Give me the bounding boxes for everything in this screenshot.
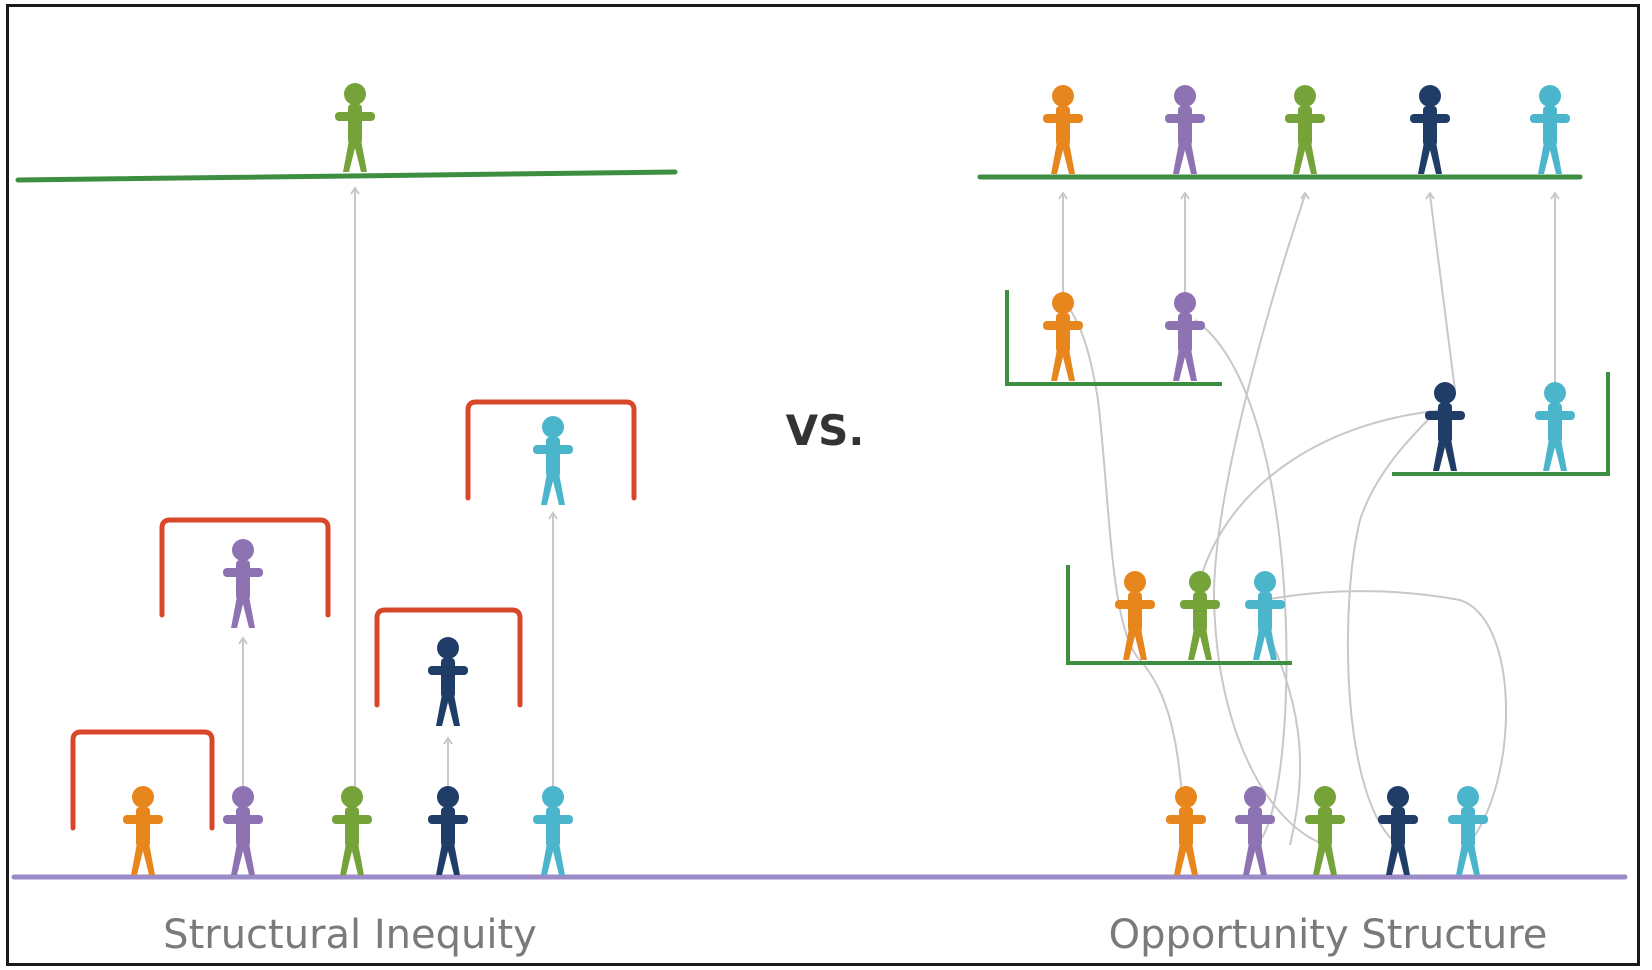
platform-mid-left: [1005, 290, 1222, 386]
versus-label: VS.: [786, 406, 865, 455]
connector-teal-path: [1261, 590, 1507, 846]
platform-lower: [1066, 565, 1292, 665]
person-icon-teal-base: [533, 786, 573, 875]
diagram-frame: [6, 4, 1640, 966]
barrier-orange: [70, 729, 215, 831]
person-icon-olive-base: [332, 786, 372, 875]
person-icon-teal-base-r: [1448, 786, 1488, 875]
person-icon-purple-mid: [1165, 292, 1205, 381]
barrier-teal: [465, 399, 637, 501]
figure-layer: [123, 83, 1575, 875]
arrow-navy: [443, 736, 453, 745]
arrow-olive-top: [1300, 191, 1310, 200]
person-icon-teal-raised: [533, 416, 573, 505]
person-icon-olive-top: [335, 83, 375, 172]
person-icon-navy-base-r: [1378, 786, 1418, 875]
person-icon-purple-base-r: [1235, 786, 1275, 875]
top-platform-left: [15, 169, 678, 183]
arrow-teal: [548, 511, 558, 520]
barrier-purple: [159, 517, 331, 618]
person-icon-orange-base-r: [1166, 786, 1206, 875]
arrow-navy-top: [1425, 191, 1435, 200]
arrow-teal-top: [1550, 191, 1560, 200]
person-icon-teal-lower: [1245, 571, 1285, 660]
person-icon-purple-raised: [223, 539, 263, 628]
connector-olive-path: [1213, 194, 1326, 846]
person-icon-orange-lower: [1115, 571, 1155, 660]
person-icon-navy-raised: [428, 637, 468, 726]
connector-navy-path: [1346, 401, 1446, 846]
person-icon-orange-top-r: [1043, 85, 1083, 174]
barrier-navy: [374, 607, 523, 708]
person-icon-teal-top-r: [1530, 85, 1570, 174]
connector-teal-cross: [1261, 619, 1302, 846]
connector-orange-path: [1062, 299, 1187, 846]
arrow-purple: [238, 636, 248, 645]
person-icon-orange-base: [123, 786, 163, 875]
person-icon-orange-mid: [1043, 292, 1083, 381]
person-icon-olive-lower: [1180, 571, 1220, 660]
connector-purple-path: [1194, 319, 1288, 846]
person-icon-navy-mid: [1425, 382, 1465, 471]
caption-opportunity-structure: Opportunity Structure: [1109, 912, 1548, 958]
platform-mid-right: [1392, 372, 1610, 476]
caption-structural-inequity: Structural Inequity: [163, 912, 537, 958]
person-icon-navy-base: [428, 786, 468, 875]
connector-olive-cross: [1199, 409, 1446, 581]
arrow-orange-top: [1058, 191, 1068, 200]
person-icon-olive-base-r: [1305, 786, 1345, 875]
person-icon-purple-base: [223, 786, 263, 875]
connector-navy-top: [1429, 194, 1456, 391]
person-icon-teal-mid: [1535, 382, 1575, 471]
arrow-purple-top: [1180, 191, 1190, 200]
arrow-olive: [350, 186, 360, 195]
connector-layer: [238, 186, 1560, 846]
person-icon-olive-top-r: [1285, 85, 1325, 174]
person-icon-purple-top-r: [1165, 85, 1205, 174]
structure-layer: [11, 169, 1628, 880]
person-icon-navy-top-r: [1410, 85, 1450, 174]
